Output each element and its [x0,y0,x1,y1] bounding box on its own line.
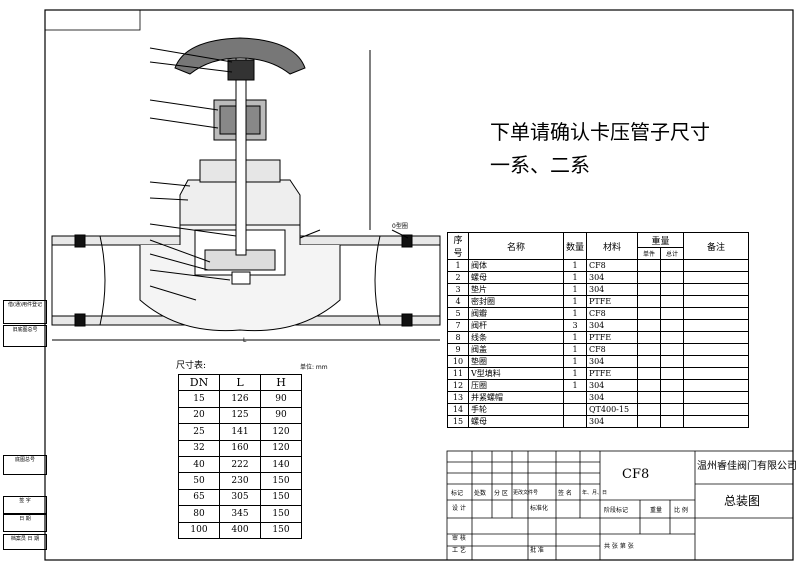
tb-col-doc: 更改文件号 [513,490,539,496]
tb-col-zone: 分 区 [494,490,508,497]
side-label: 日 期 [3,514,47,532]
side-label: 底图总号 [3,455,47,475]
material-cell: CF8 [622,467,650,482]
dimension-L-label: L [243,337,247,344]
title-block-grid [446,450,794,561]
tb-approve: 批 准 [530,547,544,554]
table-row: 序号 名称 数量 材料 重量 备注 [447,231,749,260]
table-row: 单件 总计 [448,247,749,260]
tb-standard: 标准化 [530,505,549,512]
valve-section-drawing [51,37,441,341]
order-note-line1: 下单请确认卡压管子尺寸 [490,120,710,144]
tb-col-sign: 签 名 [558,490,572,497]
drawing-name: 总装图 [724,494,761,508]
dims-unit: 单位: mm [300,364,328,371]
side-label: 签 字 [3,496,47,514]
tb-scale: 比 例 [674,507,688,514]
dims-title: 尺寸表: [176,361,207,371]
tb-weight: 重量 [650,507,663,514]
order-note-line2: 一系、二系 [490,153,590,177]
port-label: 0型圈 [392,223,408,230]
side-label: 旧底图总号 [3,325,47,347]
side-label: 借(通)用件登记 [3,300,47,324]
tb-col-mark: 标记 [451,490,464,497]
company-name: 温州睿佳阀门有限公司 [697,461,797,472]
tb-stage: 阶段标记 [604,507,629,514]
tb-design: 设 计 [452,505,466,512]
tb-sheets: 共 张 第 张 [604,543,634,550]
tb-col-date: 年、月、日 [582,490,608,496]
side-label: 档案员 日 期 [3,534,47,550]
tb-review: 审 核 [452,535,466,542]
tb-col-count: 处数 [474,490,487,497]
tb-process: 工 艺 [452,547,466,554]
